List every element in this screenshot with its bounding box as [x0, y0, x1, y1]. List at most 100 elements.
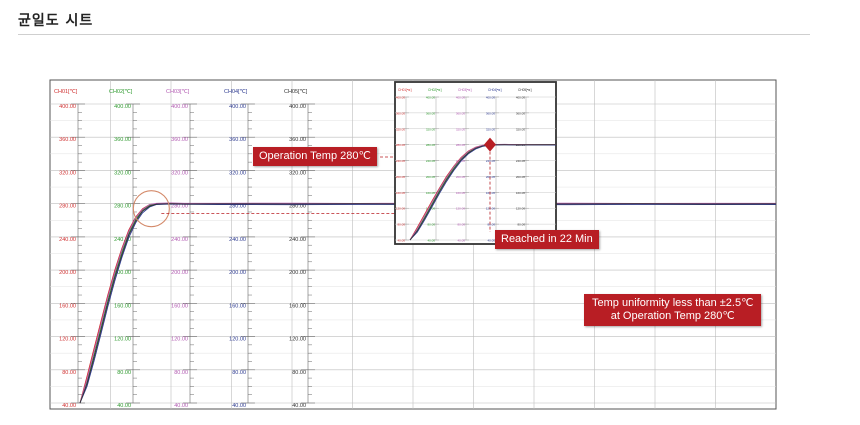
- tick-label: 280.00: [114, 204, 131, 210]
- tick-label: 40.00: [232, 403, 246, 409]
- inset-tick-label: 240.00: [486, 159, 496, 163]
- inset-axis-title: CH05[℃]: [518, 88, 532, 92]
- inset-tick-label: 320.00: [456, 127, 466, 131]
- inset-tick-label: 80.00: [487, 223, 495, 227]
- inset-tick-label: 80.00: [397, 223, 405, 227]
- operation-temp-callout: Operation Temp 280℃: [253, 147, 377, 166]
- tick-label: 80.00: [62, 370, 76, 376]
- tick-label: 120.00: [114, 337, 131, 343]
- inset-tick-label: 200.00: [486, 175, 496, 179]
- tick-label: 160.00: [229, 303, 246, 309]
- tick-label: 320.00: [171, 170, 188, 176]
- tick-label: 200.00: [171, 270, 188, 276]
- inset-tick-label: 80.00: [427, 223, 435, 227]
- uniformity-callout-line1: Temp uniformity less than ±2.5℃: [592, 297, 754, 309]
- tick-label: 200.00: [229, 270, 246, 276]
- inset-tick-label: 200.00: [426, 175, 436, 179]
- inset-tick-label: 40.00: [427, 239, 435, 243]
- inset-axis-title: CH01[℃]: [398, 88, 412, 92]
- tick-label: 400.00: [114, 104, 131, 110]
- inset-tick-label: 160.00: [396, 191, 406, 195]
- uniformity-callout: Temp uniformity less than ±2.5℃ at Opera…: [584, 294, 762, 326]
- inset-tick-label: 240.00: [396, 159, 406, 163]
- tick-label: 200.00: [289, 270, 306, 276]
- inset-tick-label: 200.00: [516, 175, 526, 179]
- axis-title-ch2: CH02[℃]: [109, 89, 133, 95]
- inset-tick-label: 240.00: [516, 159, 526, 163]
- inset-tick-label: 320.00: [486, 127, 496, 131]
- tick-label: 80.00: [232, 370, 246, 376]
- tick-label: 360.00: [59, 137, 76, 143]
- tick-label: 120.00: [59, 337, 76, 343]
- tick-label: 280.00: [171, 204, 188, 210]
- tick-label: 400.00: [59, 104, 76, 110]
- inset-axis-title: CH02[℃]: [428, 88, 442, 92]
- tick-label: 240.00: [229, 237, 246, 243]
- tick-label: 40.00: [174, 403, 188, 409]
- tick-label: 80.00: [117, 370, 131, 376]
- tick-label: 120.00: [171, 337, 188, 343]
- axis-title-ch4: CH04[℃]: [224, 89, 248, 95]
- tick-label: 280.00: [229, 204, 246, 210]
- tick-label: 240.00: [114, 237, 131, 243]
- inset-tick-label: 80.00: [517, 223, 525, 227]
- inset-tick-label: 80.00: [457, 223, 465, 227]
- tick-label: 320.00: [114, 170, 131, 176]
- inset-tick-label: 400.00: [456, 96, 466, 100]
- tick-label: 160.00: [289, 303, 306, 309]
- tick-label: 160.00: [59, 303, 76, 309]
- tick-label: 280.00: [59, 204, 76, 210]
- inset-tick-label: 120.00: [486, 207, 496, 211]
- axis-title-ch5: CH05[℃]: [284, 89, 308, 95]
- tick-label: 360.00: [171, 137, 188, 143]
- inset-tick-label: 160.00: [426, 191, 436, 195]
- page-title: 균일도 시트: [18, 13, 94, 29]
- inset-tick-label: 320.00: [396, 127, 406, 131]
- inset-tick-label: 360.00: [456, 111, 466, 115]
- axis-title-ch1: CH01[℃]: [54, 89, 78, 95]
- tick-label: 280.00: [289, 204, 306, 210]
- inset-tick-label: 160.00: [486, 191, 496, 195]
- inset-tick-label: 40.00: [397, 239, 405, 243]
- inset-tick-label: 280.00: [396, 143, 406, 147]
- inset-tick-label: 400.00: [486, 96, 496, 100]
- tick-label: 240.00: [59, 237, 76, 243]
- inset-tick-label: 360.00: [426, 111, 436, 115]
- inset-tick-label: 240.00: [426, 159, 436, 163]
- inset-tick-label: 160.00: [516, 191, 526, 195]
- tick-label: 40.00: [62, 403, 76, 409]
- inset-tick-label: 360.00: [516, 111, 526, 115]
- zoom-inset-frame: [394, 81, 557, 245]
- inset-tick-label: 320.00: [516, 127, 526, 131]
- inset-tick-label: 120.00: [456, 207, 466, 211]
- inset-tick-label: 40.00: [487, 239, 495, 243]
- tick-label: 40.00: [292, 403, 306, 409]
- reach-circle: [132, 190, 170, 228]
- inset-tick-label: 360.00: [486, 111, 496, 115]
- inset-tick-label: 40.00: [457, 239, 465, 243]
- inset-tick-label: 200.00: [396, 175, 406, 179]
- tick-label: 80.00: [174, 370, 188, 376]
- reached-time-callout: Reached in 22 Min: [495, 230, 599, 249]
- axis-title-ch3: CH03[℃]: [166, 89, 190, 95]
- tick-label: 320.00: [59, 170, 76, 176]
- inset-axis-title: CH03[℃]: [458, 88, 472, 92]
- inset-tick-label: 120.00: [516, 207, 526, 211]
- inset-tick-label: 280.00: [426, 143, 436, 147]
- tick-label: 360.00: [229, 137, 246, 143]
- inset-tick-label: 280.00: [456, 143, 466, 147]
- tick-label: 400.00: [229, 104, 246, 110]
- uniformity-callout-line2: at Operation Temp 280℃: [610, 310, 735, 322]
- tick-label: 400.00: [289, 104, 306, 110]
- inset-tick-label: 160.00: [456, 191, 466, 195]
- tick-label: 160.00: [114, 303, 131, 309]
- tick-label: 160.00: [171, 303, 188, 309]
- inset-tick-label: 400.00: [396, 96, 406, 100]
- tick-label: 240.00: [289, 237, 306, 243]
- title-divider: [18, 34, 810, 35]
- reached-marker: [484, 137, 496, 152]
- tick-label: 200.00: [114, 270, 131, 276]
- inset-tick-label: 120.00: [396, 207, 406, 211]
- tick-label: 320.00: [289, 170, 306, 176]
- tick-label: 120.00: [289, 337, 306, 343]
